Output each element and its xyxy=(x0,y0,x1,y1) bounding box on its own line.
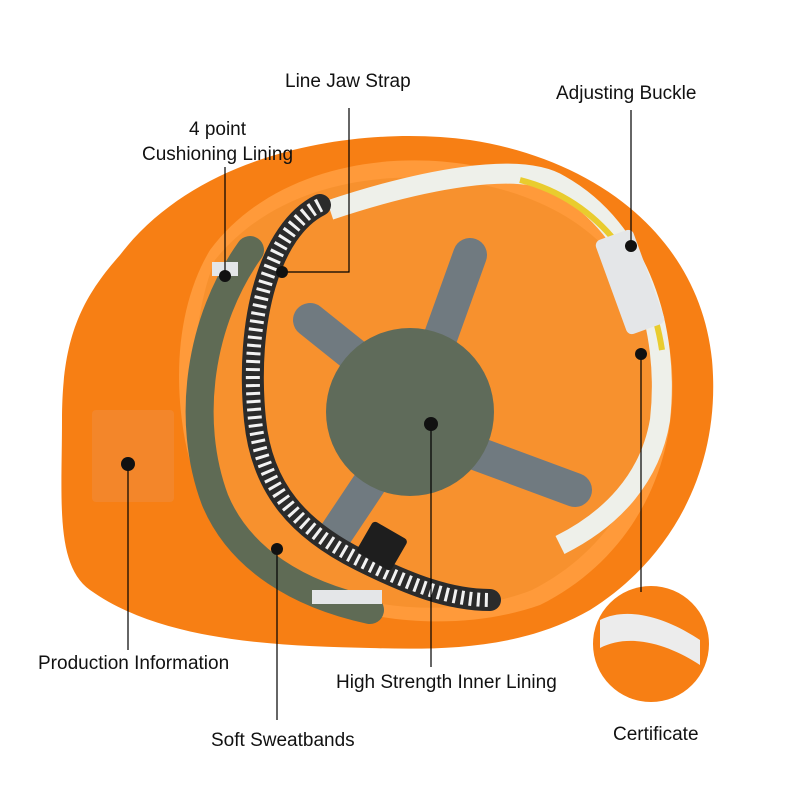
label-soft-sweatbands: Soft Sweatbands xyxy=(211,730,355,751)
leader-lines xyxy=(127,108,642,720)
cushion-clip-bottom xyxy=(312,590,382,604)
sweatband xyxy=(185,236,384,624)
jaw-strap-buckle xyxy=(357,521,407,571)
adjusting-buckle-shape xyxy=(595,229,665,335)
jaw-strap xyxy=(241,194,501,611)
label-adjusting-buckle: Adjusting Buckle xyxy=(556,83,697,104)
production-info-panel xyxy=(92,410,174,502)
label-certificate: Certificate xyxy=(613,724,699,745)
label-cushioning-lining-2: Cushioning Lining xyxy=(141,144,294,165)
crown-pad xyxy=(326,328,494,496)
label-high-strength-inner-lining: High Strength Inner Lining xyxy=(336,672,557,693)
leader-dots xyxy=(121,240,647,555)
certificate-label-shape xyxy=(600,613,700,665)
label-production-information: Production Information xyxy=(38,653,230,674)
label-line-jaw-strap: Line Jaw Strap xyxy=(285,71,411,92)
label-cushioning-lining-1: 4 point xyxy=(188,119,247,140)
